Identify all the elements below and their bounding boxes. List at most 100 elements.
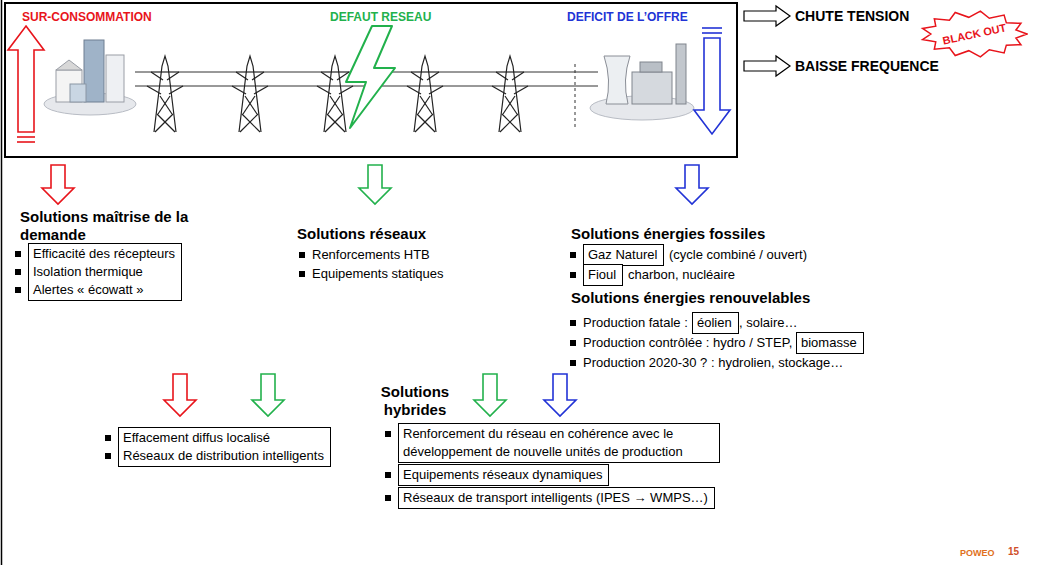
pylon-stroke — [236, 72, 248, 80]
pylon-stroke — [505, 96, 517, 114]
power-plant-icon — [590, 44, 694, 120]
wire — [443, 86, 492, 87]
box-text: Isolation thermique — [33, 263, 175, 281]
pylon-stroke — [415, 114, 433, 132]
slide-border — [1, 0, 3, 565]
pylon-stroke — [155, 114, 173, 132]
box-text: Fioul — [588, 266, 616, 284]
grid-frame: SUR-CONSOMMATIONDEFAUT RESEAUDEFICIT DE … — [4, 2, 738, 158]
power-plant-icon-part — [632, 72, 672, 104]
pylon-stroke — [252, 72, 264, 80]
bullet-square — [570, 252, 576, 258]
pylon-stroke — [411, 72, 423, 80]
wire — [268, 86, 317, 87]
pylon-stroke — [321, 71, 349, 72]
wire — [183, 86, 232, 87]
buildings-icon-part — [84, 40, 104, 102]
pylon-stroke — [496, 71, 524, 72]
pylon-stroke — [420, 96, 432, 114]
pylon-stroke — [502, 114, 520, 132]
power-plant-icon-part — [604, 56, 630, 104]
pylon-stroke — [492, 86, 506, 94]
bullet-square — [105, 435, 111, 441]
pylon-stroke — [325, 114, 343, 132]
buildings-icon-part — [70, 84, 86, 102]
pylon — [232, 56, 268, 132]
power-plant-icon-part — [640, 62, 662, 72]
pylon-stroke — [429, 86, 443, 94]
cause-heading: DEFAUT RESEAU — [330, 10, 431, 24]
effect-label: CHUTE TENSION — [795, 7, 909, 25]
buildings-icon — [44, 40, 136, 115]
pylon-stroke — [328, 96, 340, 114]
pylon-stroke — [242, 114, 260, 132]
list-item: Production 2020-30 ? : hydrolien, stocka… — [583, 354, 843, 372]
down-arrow — [252, 374, 284, 416]
pylon-stroke — [512, 72, 524, 80]
pylon-stroke — [321, 72, 333, 80]
pylon-stroke — [239, 56, 261, 132]
down-arrow — [544, 374, 576, 416]
pylon-stroke — [158, 96, 170, 114]
solution-box: Réseaux de transport intelligents (IPES … — [398, 487, 715, 509]
pylon-stroke — [169, 86, 183, 94]
box-text: Renforcement du réseau en cohérence avec… — [403, 425, 713, 461]
box-text: Alertes « écowatt » — [33, 281, 175, 299]
bullet-square — [15, 251, 21, 257]
list-item: Renforcements HTB — [312, 246, 430, 264]
pylon-stroke — [232, 86, 246, 94]
wire — [135, 72, 151, 73]
pylon-stroke — [240, 114, 258, 132]
pylon-stroke — [151, 71, 179, 72]
pylon-stroke — [414, 56, 436, 132]
pylon-stroke — [500, 114, 518, 132]
page-number: 15 — [1008, 545, 1019, 559]
down-arrow — [359, 165, 391, 204]
pylon-stroke — [245, 96, 257, 114]
down-arrow — [164, 374, 196, 416]
wire — [264, 72, 321, 73]
fault-lightning-part — [346, 26, 395, 128]
pylon — [317, 56, 353, 132]
pylon-stroke — [160, 96, 172, 114]
bullet-square — [385, 472, 391, 478]
arrow-base-line — [17, 136, 35, 138]
hybrid-heading: Solutions hybrides — [365, 383, 465, 419]
pylon-stroke — [514, 86, 528, 94]
down-arrow — [694, 38, 730, 134]
pylon-stroke — [324, 56, 346, 132]
list-item: Production contrôlée : hydro / STEP, — [583, 334, 792, 352]
solution-box: Renforcement du réseau en cohérence avec… — [398, 423, 720, 463]
column-heading: Solutions énergies fossiles — [571, 225, 765, 243]
pylon — [407, 56, 443, 132]
pylon — [147, 56, 183, 132]
highlight-box: Fioul — [583, 264, 623, 286]
highlight-box: biomasse — [796, 332, 864, 354]
bullet-square — [299, 271, 305, 277]
list-item: (cycle combiné / ouvert) — [669, 246, 807, 264]
list-item: , solaire… — [739, 314, 798, 332]
bullet-square — [570, 340, 576, 346]
box-text: Efficacité des récepteurs — [33, 245, 175, 263]
pylon-stroke — [317, 86, 331, 94]
pylon-stroke — [427, 72, 439, 80]
cause-heading: DEFICIT DE L’OFFRE — [567, 10, 688, 24]
right-arrow — [744, 56, 790, 76]
burst-outline — [923, 11, 1027, 57]
down-arrow — [474, 374, 506, 416]
pylon-stroke — [330, 96, 342, 114]
pylon — [492, 56, 528, 132]
box-text: biomasse — [801, 334, 857, 352]
fault-lightning — [346, 26, 395, 128]
pylon-stroke — [496, 72, 508, 80]
pylon-stroke — [232, 85, 268, 86]
pylon-stroke — [151, 72, 163, 80]
right-arrow — [744, 6, 790, 26]
box-text: Réseaux de transport intelligents (IPES … — [403, 489, 708, 507]
wire — [575, 64, 576, 128]
wire — [179, 72, 236, 73]
wire — [528, 86, 598, 87]
pylon-stroke — [157, 114, 175, 132]
logo-text: POWEO — [960, 547, 995, 559]
